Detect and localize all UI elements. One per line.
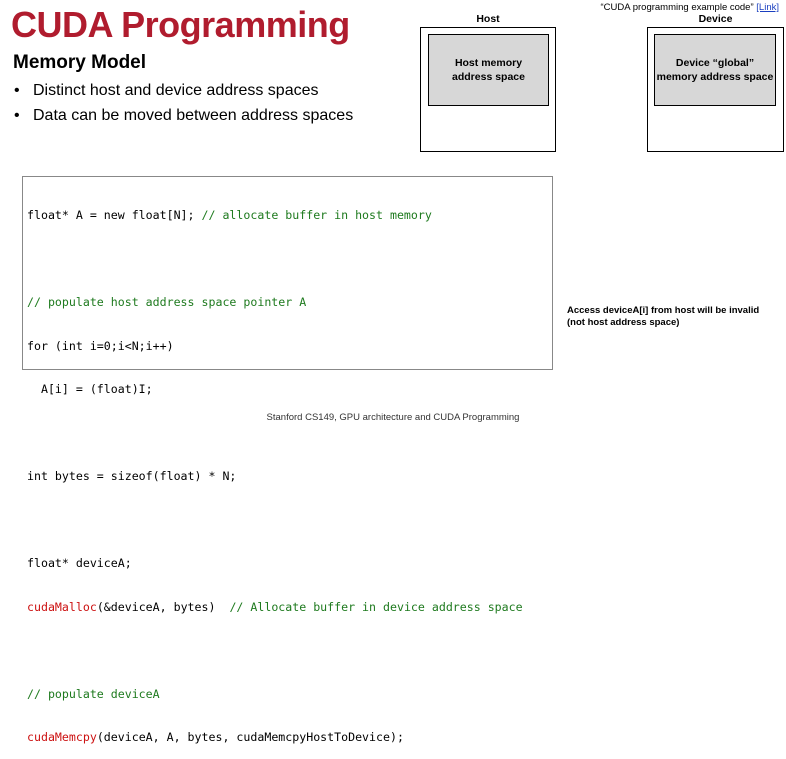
host-label: Host [476, 13, 500, 25]
code-block: float* A = new float[N]; // allocate buf… [22, 176, 553, 744]
slide-title: CUDA Programming [11, 4, 350, 45]
bullet-item: • Distinct host and device address spaces [12, 80, 353, 105]
code-line: int bytes = sizeof(float) * N; [27, 469, 237, 483]
bullet-item: • Data can be moved between address space… [12, 105, 353, 130]
code-comment: // allocate buffer in host memory [201, 208, 432, 222]
cuda-call: cudaMemcpy [27, 730, 97, 744]
cuda-call: cudaMalloc [27, 599, 97, 614]
code-line: A[i] = (float)I; [27, 382, 153, 396]
reference-text: “CUDA programming example code” [600, 2, 757, 13]
code-text: float* A = new float[N]; [27, 208, 202, 222]
device-memory-label: Device “global” [675, 57, 755, 69]
code-line: for (int i=0;i<N;i++) [27, 338, 174, 353]
device-memory-sublabel: memory address space [656, 71, 774, 83]
side-note-line: (not host address space) [567, 317, 680, 328]
code-line: float* A = new float[N]; // allocate buf… [27, 208, 552, 223]
host-memory-sublabel: address space [452, 71, 525, 83]
bullet-icon: • [14, 107, 20, 124]
code-line: float* deviceA; [27, 556, 132, 570]
slide-subtitle: Memory Model [13, 52, 147, 73]
side-note: Access deviceA[i] from host will be inva… [567, 305, 759, 329]
host-memory-label: Host memory [454, 57, 523, 69]
bullet-list: • Distinct host and device address spaces… [12, 80, 353, 130]
host-memory-box: Host memory address space [428, 34, 549, 106]
footer: Stanford CS149, GPU architecture and CUD… [266, 412, 520, 423]
code-comment: // Allocate buffer in device address spa… [229, 599, 523, 614]
device-label: Device [698, 13, 733, 25]
side-note-line: Access deviceA[i] from host will be inva… [567, 305, 760, 316]
bullet-icon: • [14, 82, 20, 99]
code-line: cudaMalloc(&deviceA, bytes) // Allocate … [27, 600, 552, 615]
device-memory-box: Device “global” memory address space [654, 34, 776, 106]
code-text: (deviceA, A, bytes, cudaMemcpyHostToDevi… [96, 730, 404, 744]
code-line: // populate host address space pointer A [27, 295, 307, 309]
bullet-text: Distinct host and device address spaces [33, 82, 319, 99]
reference-link[interactable]: [Link] [756, 2, 779, 13]
bullet-text: Data can be moved between address spaces [33, 107, 354, 124]
code-text: (&deviceA, bytes) [96, 599, 230, 614]
reference-citation: “CUDA programming example code” [Link] [601, 2, 779, 13]
code-line: cudaMemcpy(deviceA, A, bytes, cudaMemcpy… [27, 730, 552, 745]
code-line: // populate deviceA [27, 686, 160, 701]
